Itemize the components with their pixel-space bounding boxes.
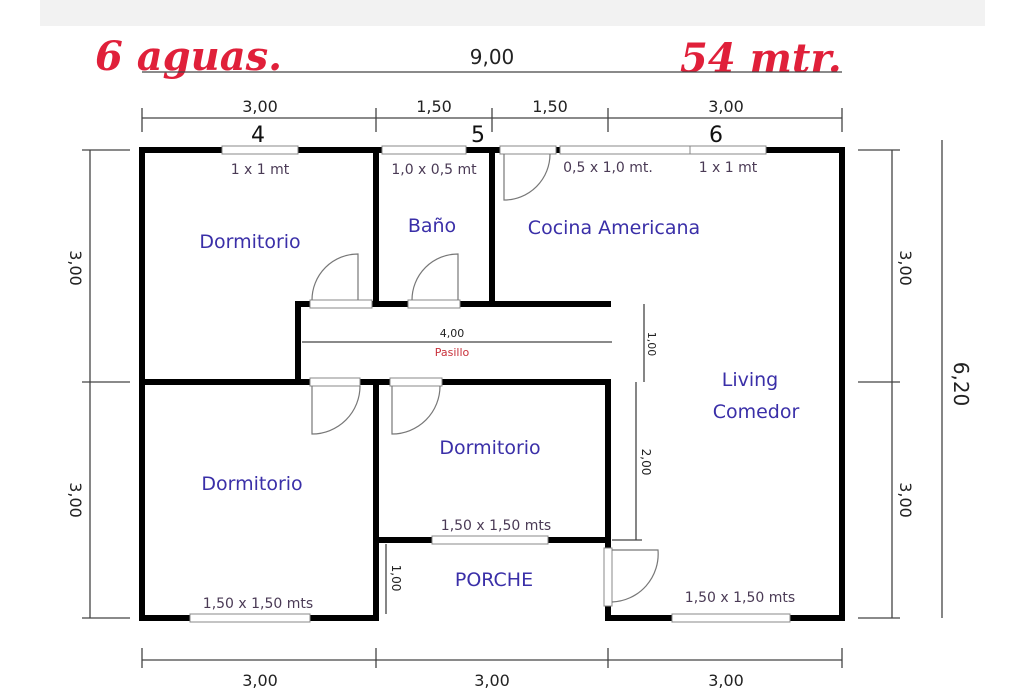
right-dimension (858, 140, 943, 619)
area-label: 54 mtr. (680, 35, 842, 82)
corridor-length: 4,00 (440, 327, 465, 340)
window-label-bath: 1,0 x 0,5 mt (391, 162, 477, 178)
living-segment: 2,00 (639, 449, 653, 476)
room-pasillo: Pasillo (435, 346, 470, 359)
total-width-label: 9,00 (470, 45, 515, 69)
corridor-width: 1,00 (645, 332, 658, 357)
room-bano: Baño (408, 215, 456, 237)
door-icons (311, 153, 659, 603)
dim-top-4: 3,00 (708, 97, 744, 116)
top-bar (40, 0, 985, 26)
section-6: 6 (709, 123, 723, 148)
dim-left-1: 3,00 (66, 250, 85, 286)
room-dormitorio-1: Dormitorio (199, 231, 300, 253)
section-4: 4 (251, 123, 265, 148)
window-label-living-bottom: 1,50 x 1,50 mts (685, 590, 795, 606)
window-label-living: 1 x 1 mt (699, 160, 758, 176)
left-dimension (82, 149, 130, 619)
room-dormitorio-2: Dormitorio (201, 473, 302, 495)
room-dormitorio-3: Dormitorio (439, 437, 540, 459)
room-living: Living (722, 369, 779, 391)
dim-right-2: 3,00 (896, 482, 915, 518)
windows (189, 145, 791, 623)
dim-right-1: 3,00 (896, 250, 915, 286)
dim-bottom-3: 3,00 (708, 671, 744, 690)
top-dimension (141, 108, 843, 132)
window-label-dorm2: 1,50 x 1,50 mts (203, 596, 313, 612)
dim-top-1: 3,00 (242, 97, 278, 116)
dim-bottom-2: 3,00 (474, 671, 510, 690)
window-label-dorm1: 1 x 1 mt (231, 162, 290, 178)
window-label-dorm3: 1,50 x 1,50 mts (441, 518, 551, 534)
window-label-kitchen: 0,5 x 1,0 mt. (563, 160, 653, 176)
room-comedor: Comedor (713, 401, 800, 423)
bottom-dimension (141, 648, 843, 668)
room-porche: PORCHE (455, 569, 533, 591)
total-depth-label: 6,20 (949, 362, 973, 407)
dim-left-2: 3,00 (66, 482, 85, 518)
dim-top-2: 1,50 (416, 97, 452, 116)
roof-label: 6 aguas. (95, 33, 282, 80)
room-cocina: Cocina Americana (528, 217, 700, 239)
dim-top-3: 1,50 (532, 97, 568, 116)
porch-depth: 1,00 (389, 565, 403, 592)
dim-bottom-1: 3,00 (242, 671, 278, 690)
section-5: 5 (471, 123, 485, 148)
